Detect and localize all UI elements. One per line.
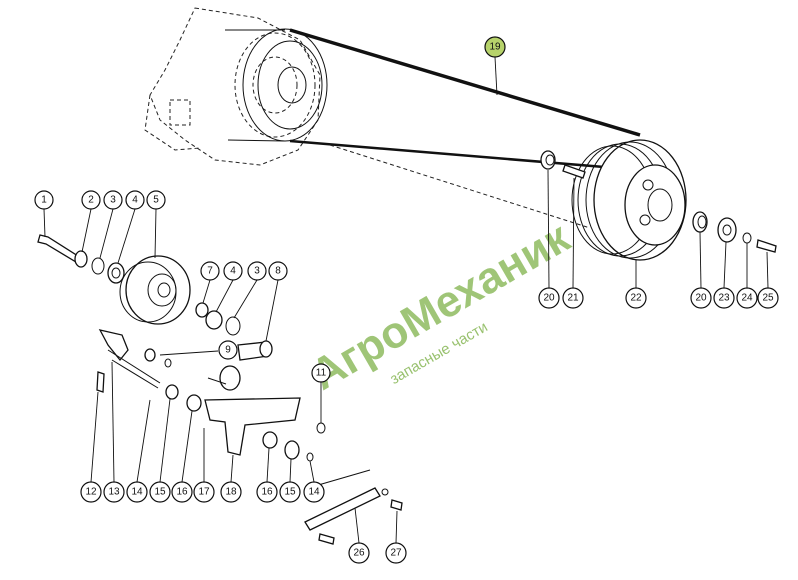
callout-26: 26	[348, 542, 370, 564]
callout-3: 3	[103, 190, 123, 210]
idler-bearing-set	[195, 302, 241, 336]
callout-16a: 16	[171, 481, 193, 503]
callout-4b: 4	[223, 261, 243, 281]
svg-text:2: 2	[88, 195, 94, 206]
svg-text:7: 7	[207, 266, 213, 277]
svg-text:12: 12	[85, 487, 97, 498]
callout-5: 5	[146, 190, 166, 210]
right-hub-parts	[692, 211, 777, 253]
large-pulley	[571, 139, 687, 261]
callouts: 1 2 3 4 5 7 4 3 8 9 11 19 20 21 22 20 23…	[34, 36, 779, 564]
svg-text:8: 8	[275, 266, 281, 277]
leader-lines	[43, 56, 769, 544]
svg-text:3: 3	[254, 266, 260, 277]
callout-20a: 20	[538, 287, 560, 309]
callout-2: 2	[81, 190, 101, 210]
svg-text:17: 17	[198, 487, 210, 498]
idler-washers	[74, 250, 125, 284]
callout-23: 23	[713, 287, 735, 309]
svg-text:26: 26	[353, 548, 365, 559]
bracket	[204, 365, 301, 456]
watermark: АгроМеханик запасные части	[303, 212, 579, 399]
svg-text:20: 20	[695, 293, 707, 304]
svg-text:23: 23	[718, 293, 730, 304]
svg-text:14: 14	[131, 487, 143, 498]
link-rod	[304, 469, 403, 545]
callout-25: 25	[757, 287, 779, 309]
svg-text:15: 15	[284, 487, 296, 498]
svg-text:13: 13	[108, 487, 120, 498]
callout-13: 13	[103, 481, 125, 503]
drive-belt	[289, 28, 641, 229]
callout-15a: 15	[149, 481, 171, 503]
callout-22: 22	[625, 287, 647, 309]
svg-text:9: 9	[225, 345, 231, 356]
callout-14b: 14	[303, 481, 325, 503]
callout-18: 18	[220, 481, 242, 503]
callout-27: 27	[385, 542, 407, 564]
callout-17: 17	[193, 481, 215, 503]
callout-15b: 15	[279, 481, 301, 503]
svg-text:16: 16	[261, 487, 273, 498]
callout-16b: 16	[256, 481, 278, 503]
idler-shaft	[237, 340, 273, 361]
idler-pulley	[119, 255, 191, 325]
callout-1: 1	[34, 190, 54, 210]
drive-pulley-outline	[225, 28, 328, 142]
callout-20b: 20	[690, 287, 712, 309]
callout-24: 24	[736, 287, 758, 309]
callout-11: 11	[311, 363, 331, 383]
watermark-brand: АгроМеханик	[303, 212, 579, 399]
svg-text:11: 11	[316, 368, 327, 379]
svg-text:16: 16	[176, 487, 188, 498]
drive-pulley-dashed	[144, 7, 321, 166]
callout-9: 9	[218, 340, 238, 360]
svg-text:5: 5	[153, 195, 159, 206]
svg-text:19: 19	[489, 42, 501, 53]
callout-19: 19	[484, 36, 506, 58]
callout-3b: 3	[247, 261, 267, 281]
svg-text:24: 24	[741, 293, 753, 304]
bracket-small-parts	[144, 348, 326, 462]
svg-text:1: 1	[41, 195, 47, 206]
svg-text:4: 4	[230, 266, 236, 277]
svg-text:25: 25	[762, 293, 774, 304]
tension-lever	[96, 329, 161, 393]
svg-text:4: 4	[132, 195, 138, 206]
callout-21: 21	[562, 287, 584, 309]
callout-12: 12	[80, 481, 102, 503]
svg-text:14: 14	[308, 487, 320, 498]
callout-7: 7	[200, 261, 220, 281]
svg-text:18: 18	[225, 487, 237, 498]
svg-text:3: 3	[110, 195, 116, 206]
svg-text:27: 27	[390, 548, 402, 559]
callout-4: 4	[125, 190, 145, 210]
svg-text:21: 21	[567, 293, 579, 304]
svg-text:15: 15	[154, 487, 166, 498]
bushing-and-key	[540, 150, 586, 179]
svg-text:20: 20	[543, 293, 555, 304]
idler-bolt	[37, 234, 79, 263]
callout-14a: 14	[126, 481, 148, 503]
callout-8: 8	[268, 261, 288, 281]
svg-text:22: 22	[630, 293, 642, 304]
